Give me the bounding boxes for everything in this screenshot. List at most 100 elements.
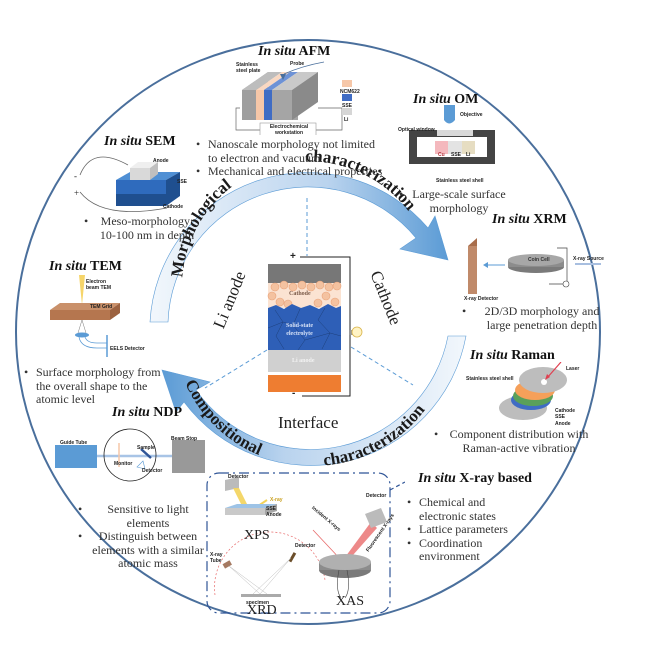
raman-prefix: In situ	[470, 348, 508, 363]
xas-label: XAS	[336, 594, 365, 609]
side-label-interface: Interface	[278, 413, 339, 432]
morphological-arrow	[149, 172, 449, 323]
om-label-window: Optical window	[398, 127, 435, 133]
cell-minus: -	[292, 388, 296, 399]
ndp-label-guide: Guide Tube	[60, 440, 88, 446]
tem-bullets: Surface morphology from the overall shap…	[22, 365, 162, 407]
cell-anode-label: Li anode	[292, 358, 315, 364]
afm-title: In situ AFM	[258, 44, 330, 60]
spoke-right	[350, 346, 414, 386]
afm-legend-li: Li	[344, 117, 349, 123]
afm-legend-ncm: NCM622	[340, 89, 360, 95]
ndp-illustration	[55, 428, 205, 482]
xray-bullet: Coordination environment	[405, 536, 515, 564]
ndp-label-detector: Detector	[142, 468, 163, 474]
tem-prefix: In situ	[49, 259, 87, 274]
xrm-bullets: 2D/3D morphology and large penetration d…	[460, 304, 610, 332]
sem-label-cathode: Cathode	[163, 204, 183, 210]
ndp-title: In situ NDP	[112, 405, 182, 421]
afm-legend-sse: SSE	[342, 103, 353, 109]
om-bullets: Large-scale surface morphology	[397, 187, 507, 215]
xray-prefix: In situ	[418, 471, 456, 486]
raman-label-cathode: Cathode	[555, 408, 575, 414]
ndp-prefix: In situ	[112, 405, 150, 420]
afm-prefix: In situ	[258, 44, 296, 59]
afm-bullet: Mechanical and electrical properties	[194, 164, 384, 179]
om-title: In situ OM	[413, 92, 478, 108]
electrolyte-line1: Solid-state	[286, 323, 313, 329]
electrolyte-line2: electrolyte	[286, 331, 313, 337]
om-label-objective: Objective	[460, 112, 483, 118]
tem-label-beam: Electron beam TEM	[86, 279, 112, 291]
raman-label-sse: SSE	[555, 414, 566, 420]
xray-bullet: Lattice parameters	[405, 522, 515, 537]
sem-bullets: Meso-morphology: 10-100 nm in depth	[82, 214, 198, 242]
raman-bullet: Component distribution with Raman-active…	[432, 427, 592, 455]
ndp-name: NDP	[153, 405, 183, 420]
afm-name: AFM	[298, 44, 331, 59]
raman-bullets: Component distribution with Raman-active…	[432, 427, 592, 455]
raman-illustration	[499, 362, 567, 420]
xrd-label-detector: Detector	[295, 543, 316, 549]
xray-bullet: Chemical and electronic states	[405, 495, 515, 523]
xps-label-xray: X-ray	[270, 497, 283, 503]
afm-label-probe: Probe	[290, 61, 305, 67]
arc-label-char-bottom: characterization	[322, 400, 428, 470]
afm-bullet: Nanoscale morphology not limited to elec…	[194, 137, 384, 165]
tem-bullet: Surface morphology from the overall shap…	[22, 365, 162, 407]
ndp-bullet: Distinguish between elements with a simi…	[76, 529, 206, 571]
raman-label-shell: Stainless steel shell	[466, 376, 514, 382]
xrm-label-source: X-ray Source	[573, 256, 604, 262]
ndp-label-sample: Sample	[137, 445, 155, 451]
afm-label-workstation: Electrochemical workstation	[269, 124, 309, 136]
battery-cell	[267, 256, 363, 397]
om-name: OM	[454, 92, 479, 107]
xrm-illustration	[468, 238, 601, 294]
sem-bullet: Meso-morphology: 10-100 nm in depth	[82, 214, 198, 242]
spoke-left	[204, 349, 268, 389]
xray-dashed-box	[206, 472, 405, 614]
sem-minus: -	[74, 171, 77, 181]
cell-cathode-label: Cathode	[289, 291, 311, 297]
cell-electrolyte-label: Solid-state electrolyte	[286, 322, 313, 338]
xps-label: XPS	[244, 528, 270, 543]
tem-illustration	[50, 275, 120, 357]
sem-title: In situ SEM	[104, 134, 176, 150]
tem-title: In situ TEM	[49, 259, 122, 275]
xrd-label: XRD	[247, 603, 277, 618]
tem-label-eels: EELS Detector	[110, 346, 145, 352]
raman-name: Raman	[511, 348, 555, 363]
xas-label-detector: Detector	[366, 493, 387, 499]
compositional-arrow	[161, 335, 467, 466]
ndp-label-stop: Beam Stop	[171, 436, 198, 442]
raman-title: In situ Raman	[470, 348, 555, 364]
ndp-bullet: Sensitive to light elements	[76, 502, 206, 530]
om-label-li: Li	[466, 152, 471, 158]
om-label-sse: SSE	[451, 152, 462, 158]
sem-plus: +	[74, 188, 80, 198]
xrm-prefix: In situ	[492, 212, 530, 227]
om-illustration	[409, 105, 495, 164]
raman-label-laser: Laser	[566, 366, 580, 372]
tem-label-grid: TEM Grid	[90, 304, 113, 310]
afm-illustration	[235, 61, 352, 135]
afm-label-plate: Stainless steel plate	[236, 62, 261, 74]
sem-name: SEM	[145, 134, 176, 149]
sem-label-anode: Anode	[153, 158, 169, 164]
outer-circle	[15, 39, 601, 625]
xps-label-detector: Detector	[228, 474, 249, 480]
xrd-label-specimen: specimen	[246, 600, 270, 606]
xrm-name: XRM	[533, 212, 567, 227]
cell-plus: +	[290, 251, 296, 262]
xps-label-sse: SSE	[266, 506, 277, 512]
xrd-label-tube: X-ray Tube	[210, 552, 223, 564]
xps-label-anode: Anode	[266, 512, 282, 518]
xray-bullets: Chemical and electronic statesLattice pa…	[405, 495, 515, 564]
sem-label-sse: SSE	[177, 179, 188, 185]
afm-bullets: Nanoscale morphology not limited to elec…	[194, 137, 384, 179]
sem-prefix: In situ	[104, 134, 142, 149]
tem-name: TEM	[90, 259, 122, 274]
om-label-shell: Stainless steel shell	[436, 178, 484, 184]
xrm-label-coin: Coin Cell	[528, 257, 550, 263]
om-prefix: In situ	[413, 92, 451, 107]
